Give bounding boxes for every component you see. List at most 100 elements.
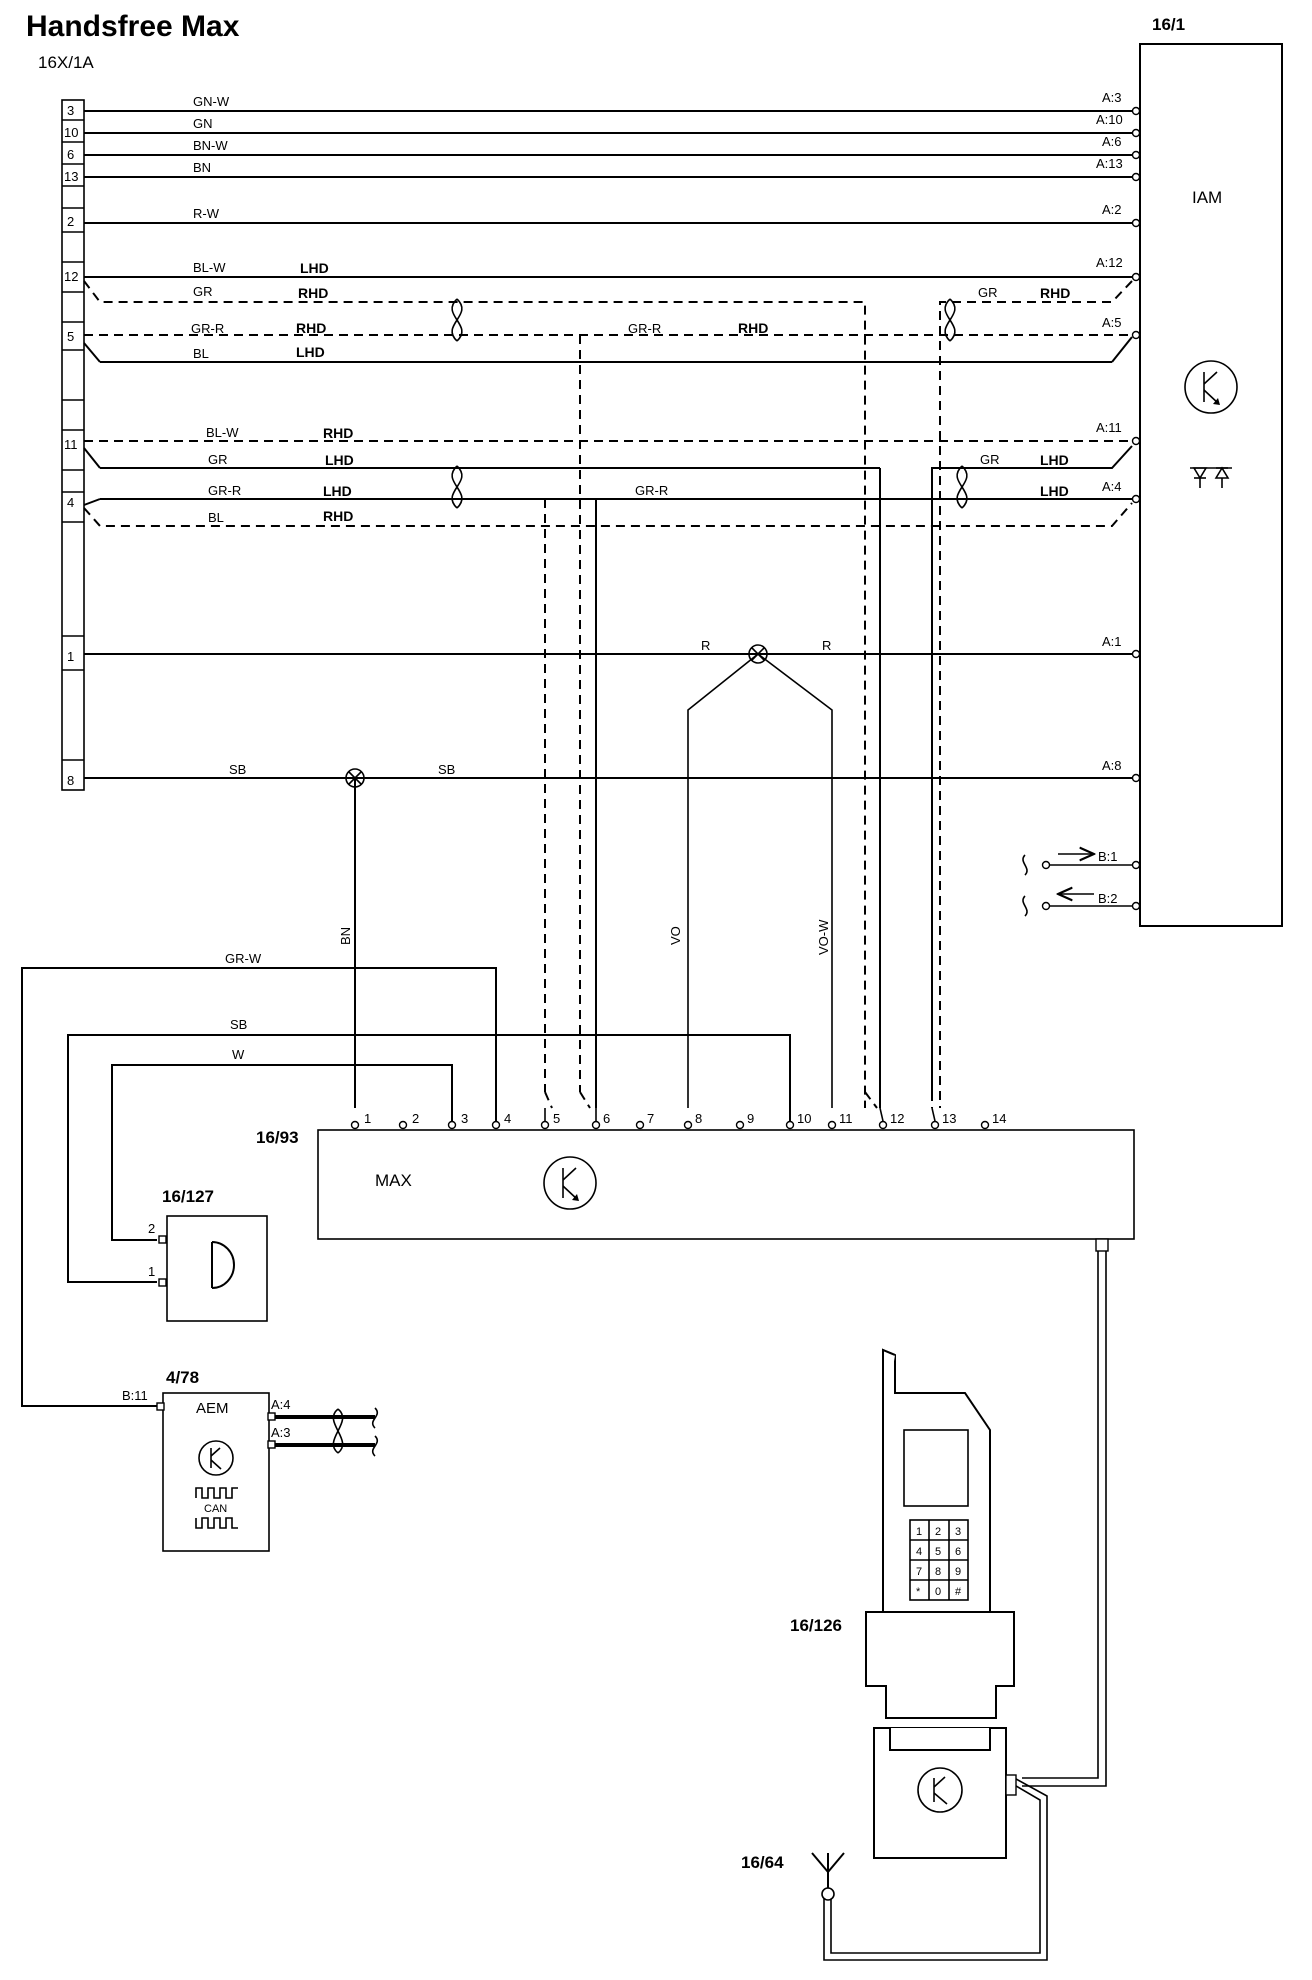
wire-label-r-w: R-W <box>193 206 220 221</box>
aem-pin-a4: A:4 <box>271 1397 291 1412</box>
transistor-icon <box>543 1156 597 1210</box>
variant-rhd-1: RHD <box>298 285 328 301</box>
splice-icon <box>345 768 365 788</box>
max-id: 16/93 <box>256 1128 299 1147</box>
variant-lhd-2: LHD <box>296 344 325 360</box>
microphone-icon <box>211 1241 235 1289</box>
key-star: * <box>916 1586 921 1598</box>
key-0: 0 <box>935 1586 941 1598</box>
wire-label-gr-right2: GR <box>980 452 1000 467</box>
max-pin-3: 3 <box>461 1111 468 1126</box>
connector-pin-3: 3 <box>67 103 74 118</box>
wire-label-bn-w: BN-W <box>193 138 228 153</box>
max-pin-5: 5 <box>553 1111 560 1126</box>
transistor-icon <box>198 1440 234 1476</box>
microphone-pin-2: 2 <box>148 1221 155 1236</box>
connector-pin-2: 2 <box>67 214 74 229</box>
wire-label-bn-vert: BN <box>338 927 353 945</box>
twisted-pair-icon <box>451 298 463 342</box>
twisted-pair-icon <box>944 298 956 342</box>
wire-label-gr-r-lower: GR-R <box>208 483 241 498</box>
wire-label-r-right: R <box>822 638 831 653</box>
splice-icon <box>748 644 768 664</box>
key-7: 7 <box>916 1566 922 1578</box>
antenna-icon <box>811 1852 845 1888</box>
aem-4-78: 4/78 AEM B:11 CAN A:4 A:3 <box>122 1368 379 1552</box>
variant-lhd-1: LHD <box>300 260 329 276</box>
wire-label-bl-w-lower: BL-W <box>206 425 239 440</box>
max-pin-12: 12 <box>890 1111 904 1126</box>
max-pin-8: 8 <box>695 1111 702 1126</box>
variant-rhd-2: RHD <box>296 320 326 336</box>
wire-label-bl-lower: BL <box>208 510 224 525</box>
iam-pin-a4: A:4 <box>1102 479 1122 494</box>
max-pin-11: 11 <box>839 1111 853 1126</box>
connector-pin-11: 11 <box>64 437 78 452</box>
connector-id: 16X/1A <box>38 53 94 72</box>
iam-pin-b2: B:2 <box>1098 891 1118 906</box>
key-5: 5 <box>935 1546 941 1558</box>
key-4: 4 <box>916 1546 922 1558</box>
connector-pin-13: 13 <box>64 169 78 184</box>
wire-label-vo-w: VO-W <box>816 919 831 955</box>
twisted-pair-icon <box>451 465 463 509</box>
iam-pin-a1: A:1 <box>1102 634 1122 649</box>
mobile-phone: 1 2 3 4 5 6 7 8 9 * 0 # <box>882 1348 991 1613</box>
wire-label-gr-upper: GR <box>193 284 213 299</box>
aem-bus-label: CAN <box>204 1503 227 1515</box>
key-3: 3 <box>955 1526 961 1538</box>
variant-lhd-3: LHD <box>325 452 354 468</box>
phone-cradle-16-126: 16/126 <box>790 1611 1017 1859</box>
iam-pin-a3: A:3 <box>1102 90 1122 105</box>
iam-pin-a5: A:5 <box>1102 315 1122 330</box>
iam-pin-a13: A:13 <box>1096 156 1123 171</box>
power-wires: R R VO VO-W <box>84 638 1132 1108</box>
variant-rhd-6: RHD <box>323 508 353 524</box>
twisted-pair-icon <box>956 465 968 509</box>
connector-16x-1a: 3 10 6 13 2 12 5 11 4 1 8 <box>61 99 85 791</box>
wire-label-gr-r-mid2: GR-R <box>635 483 668 498</box>
max-pin-14: 14 <box>992 1111 1006 1126</box>
max-pin-13: 13 <box>942 1111 956 1126</box>
max-pin-2: 2 <box>412 1111 419 1126</box>
connector-pin-10: 10 <box>64 125 78 140</box>
aem-pin-a3: A:3 <box>271 1425 291 1440</box>
microphone-16-127: 16/127 2 1 <box>148 1187 268 1322</box>
coax-cable <box>823 1238 1109 1961</box>
key-hash: # <box>955 1586 962 1598</box>
wire-label-gr-r-upper: GR-R <box>191 321 224 336</box>
connector-pin-5: 5 <box>67 329 74 344</box>
twisted-pair-icon <box>332 1408 344 1454</box>
cradle-id: 16/126 <box>790 1616 842 1635</box>
wire-label-r-left: R <box>701 638 710 653</box>
max-module: 16/93 MAX 1 2 3 4 5 6 7 8 9 10 11 12 <box>256 1111 1135 1240</box>
wire-label-gr-lower: GR <box>208 452 228 467</box>
max-pin-7: 7 <box>647 1111 654 1126</box>
most-fiber <box>1022 854 1132 917</box>
max-name: MAX <box>375 1171 412 1190</box>
diode-array-icon <box>1190 466 1232 488</box>
wire-label-gn-w: GN-W <box>193 94 230 109</box>
connector-pin-12: 12 <box>64 269 78 284</box>
max-pin-10: 10 <box>797 1111 811 1126</box>
iam-pin-a11: A:11 <box>1096 420 1122 435</box>
wire-label-bn: BN <box>193 160 211 175</box>
wire-label-bl-upper: BL <box>193 346 209 361</box>
key-6: 6 <box>955 1546 961 1558</box>
max-pin-1: 1 <box>364 1111 371 1126</box>
microphone-id: 16/127 <box>162 1187 214 1206</box>
aem-name: AEM <box>196 1400 229 1417</box>
iam-pin-a2: A:2 <box>1102 202 1122 217</box>
max-pin-9: 9 <box>747 1111 754 1126</box>
diagram-title: Handsfree Max <box>26 10 240 43</box>
wire-label-gr-right: GR <box>978 285 998 300</box>
wire-label-w: W <box>232 1047 245 1062</box>
connector-pin-6: 6 <box>67 147 74 162</box>
bus-group-upper: BL-W LHD GR RHD GR-R RHD BL LHD GR-R RHD… <box>83 260 1133 1108</box>
phone-keypad: 1 2 3 4 5 6 7 8 9 * 0 # <box>909 1519 969 1601</box>
iam-id: 16/1 <box>1152 15 1185 34</box>
wire-label-gr-r-mid: GR-R <box>628 321 661 336</box>
wire-label-sb-max: SB <box>230 1017 247 1032</box>
variant-lhd-5: LHD <box>1040 452 1069 468</box>
